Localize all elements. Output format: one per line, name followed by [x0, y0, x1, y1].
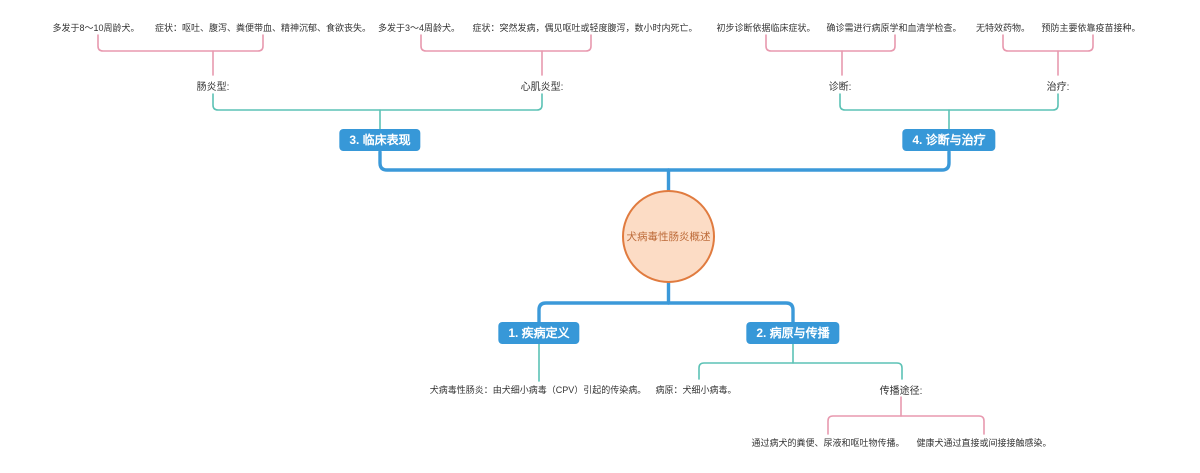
subtopic-enteritis-type[interactable]: 肠炎型:: [196, 82, 230, 93]
leaf-note[interactable]: 多发于8～10周龄犬。: [52, 23, 140, 33]
leaf-note[interactable]: 预防主要依靠疫苗接种。: [1041, 23, 1141, 33]
leaf-note[interactable]: 病原：犬细小病毒。: [655, 385, 737, 395]
bracket-enteritis-leaves: [97, 34, 264, 76]
branch-node-diagnosis-treatment[interactable]: 4. 诊断与治疗: [902, 129, 996, 151]
bracket-diagnosis-leaves: [765, 34, 896, 76]
subtopic-transmission-route[interactable]: 传播途径:: [879, 386, 923, 397]
bracket-myocarditis-leaves: [420, 34, 592, 76]
leaf-note[interactable]: 症状：呕吐、腹泻、粪便带血、精神沉郁、食欲丧失。: [154, 23, 372, 33]
branch-node-disease-definition[interactable]: 1. 疾病定义: [498, 322, 580, 344]
leaf-note[interactable]: 确诊需进行病原学和血清学检查。: [826, 23, 962, 33]
branch-node-pathogen-transmission[interactable]: 2. 病原与传播: [746, 322, 840, 344]
bracket-pathogen-children: [698, 343, 903, 380]
leaf-note[interactable]: 犬病毒性肠炎：由犬细小病毒（CPV）引起的传染病。: [429, 385, 647, 395]
leaf-note[interactable]: 症状：突然发病，偶见呕吐或轻度腹泻，数小时内死亡。: [472, 23, 698, 33]
subtopic-diagnosis[interactable]: 诊断:: [828, 82, 852, 93]
leaf-note[interactable]: 健康犬通过直接或间接接触感染。: [916, 438, 1052, 448]
leaf-note[interactable]: 初步诊断依据临床症状。: [716, 23, 816, 33]
branch-root-bottom: [537, 281, 795, 324]
subtopic-treatment[interactable]: 治疗:: [1046, 82, 1070, 93]
leaf-note[interactable]: 无特效药物。: [975, 23, 1031, 33]
leaf-note[interactable]: 多发于3～4周龄犬。: [377, 23, 461, 33]
subtopic-myocarditis-type[interactable]: 心肌炎型:: [520, 82, 564, 93]
branch-node-clinical-signs[interactable]: 3. 临床表现: [339, 129, 421, 151]
bracket-treatment-leaves: [1002, 34, 1094, 76]
root-node[interactable]: 犬病毒性肠炎概述: [622, 190, 715, 283]
branch-root-top: [378, 150, 951, 193]
leaf-note[interactable]: 通过病犬的粪便、尿液和呕吐物传播。: [751, 438, 905, 448]
bracket-transmission-leaves: [827, 396, 985, 435]
bracket-diagtreat-subtopics: [839, 93, 1059, 130]
bracket-clinical-subtopics: [212, 93, 543, 130]
